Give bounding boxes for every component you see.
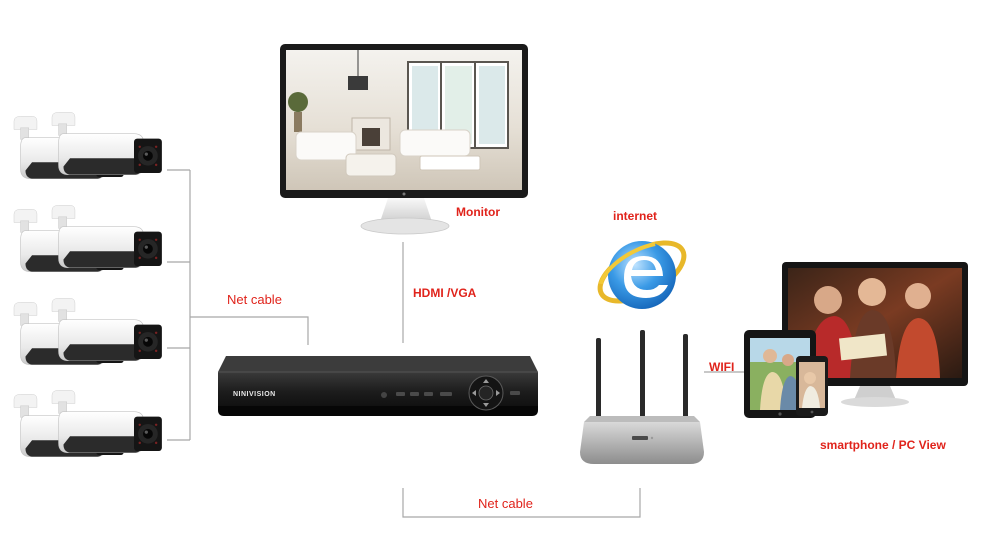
pc-monitor-icon [782, 262, 968, 407]
connection-lines [167, 169, 744, 518]
internet-explorer-icon [597, 240, 687, 309]
smartphone-pc-view-label: smartphone / PC View [820, 438, 946, 452]
net-cable-left-label: Net cable [227, 292, 282, 307]
bullet-camera-icon [51, 111, 163, 176]
wifi-label: WIFI [709, 360, 735, 374]
camera-array [13, 111, 163, 458]
nvr-icon [218, 356, 538, 416]
smartphone-icon [796, 356, 828, 416]
internet-label: internet [613, 209, 658, 223]
bullet-camera-icon [51, 204, 163, 269]
hdmi-vga-label: HDMI /VGA [413, 286, 477, 300]
monitor-label: Monitor [456, 205, 500, 219]
net-cable-bottom-label: Net cable [478, 496, 533, 511]
nvr-brand-logo: NINIVISION [233, 391, 276, 398]
router-icon [580, 330, 704, 464]
bullet-camera-icon [51, 389, 163, 454]
bullet-camera-icon [51, 297, 163, 362]
monitor-icon [280, 44, 528, 235]
